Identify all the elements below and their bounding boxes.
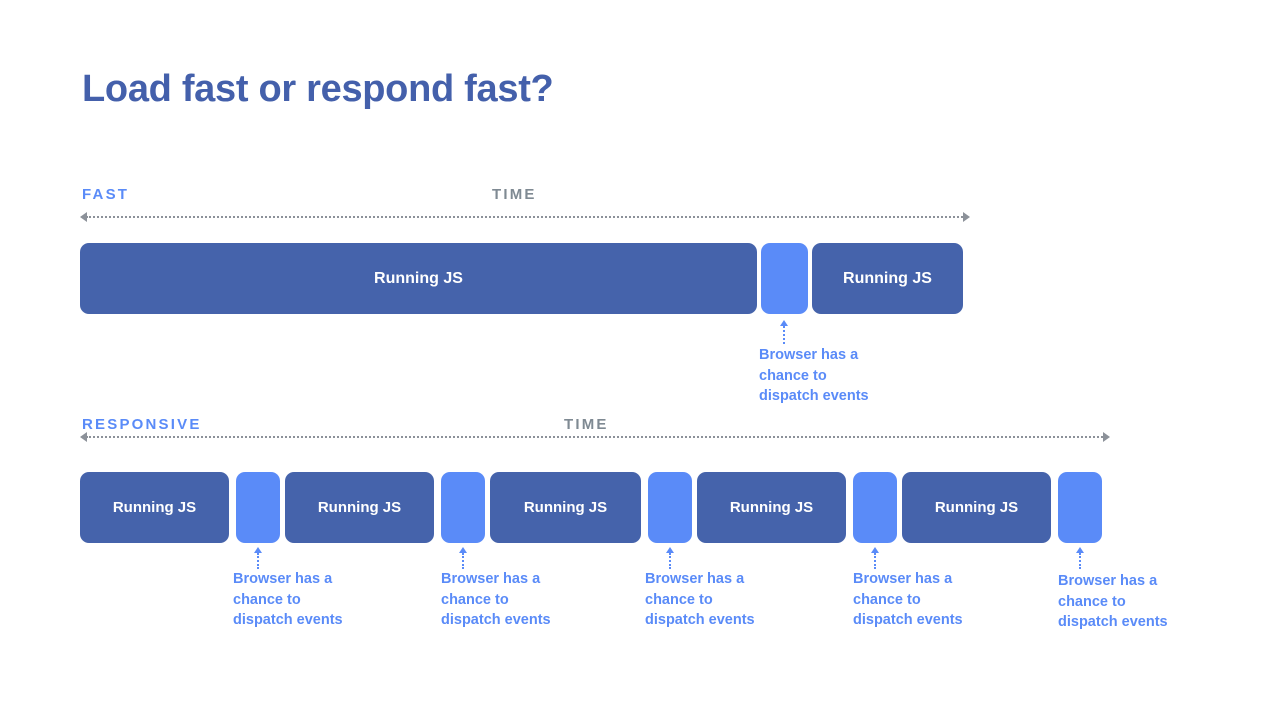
dotted-stem	[257, 553, 259, 569]
dotted-stem	[874, 553, 876, 569]
row-responsive-timeline-arrow	[80, 432, 1110, 442]
caption-pointer-arrow	[459, 547, 467, 569]
block-browser-gap[interactable]	[236, 472, 280, 543]
arrow-up-head-icon	[780, 320, 788, 326]
dotted-line	[86, 216, 963, 218]
dotted-stem	[1079, 553, 1081, 569]
dotted-stem	[462, 553, 464, 569]
caption-pointer-arrow	[871, 547, 879, 569]
block-browser-gap[interactable]	[761, 243, 808, 314]
caption-browser-dispatch: Browser has a chance to dispatch events	[233, 571, 343, 628]
block-running-js[interactable]: Running JS	[902, 472, 1051, 543]
block-browser-gap[interactable]	[853, 472, 897, 543]
block-label: Running JS	[843, 269, 932, 287]
block-running-js[interactable]: Running JS	[697, 472, 846, 543]
block-browser-gap[interactable]	[1058, 472, 1102, 543]
block-label: Running JS	[523, 499, 608, 516]
arrow-up-head-icon	[871, 547, 879, 553]
row-responsive-time-label: TIME	[564, 416, 609, 433]
dotted-line	[86, 436, 1103, 438]
block-running-js[interactable]: Running JS	[812, 243, 963, 314]
arrow-up-head-icon	[254, 547, 262, 553]
arrow-right-head-icon	[963, 212, 970, 222]
block-label: Running JS	[112, 499, 197, 516]
block-label: Running JS	[729, 499, 814, 516]
row-responsive-state-label: RESPONSIVE	[82, 416, 202, 433]
block-label: Running JS	[317, 499, 402, 516]
arrow-left-head-icon	[80, 212, 87, 222]
arrow-up-head-icon	[666, 547, 674, 553]
block-running-js[interactable]: Running JS	[80, 243, 757, 314]
block-label: Running JS	[374, 269, 463, 287]
dotted-stem	[669, 553, 671, 569]
arrow-up-head-icon	[1076, 547, 1084, 553]
row-fast-time-label: TIME	[492, 186, 537, 203]
arrow-up-head-icon	[459, 547, 467, 553]
block-browser-gap[interactable]	[441, 472, 485, 543]
page-title: Load fast or respond fast?	[82, 68, 554, 110]
dotted-stem	[783, 326, 785, 344]
block-browser-gap[interactable]	[648, 472, 692, 543]
block-running-js[interactable]: Running JS	[490, 472, 641, 543]
caption-pointer-arrow	[1076, 547, 1084, 569]
caption-browser-dispatch: Browser has a chance to dispatch events	[1058, 573, 1168, 630]
caption-pointer-arrow	[780, 320, 788, 344]
row-fast-timeline-arrow	[80, 212, 970, 222]
block-running-js[interactable]: Running JS	[285, 472, 434, 543]
caption-pointer-arrow	[666, 547, 674, 569]
row-fast-state-label: FAST	[82, 186, 130, 203]
block-label: Running JS	[934, 499, 1019, 516]
arrow-left-head-icon	[80, 432, 87, 442]
caption-browser-dispatch: Browser has a chance to dispatch events	[645, 571, 755, 628]
caption-browser-dispatch: Browser has a chance to dispatch events	[441, 571, 551, 628]
caption-browser-dispatch: Browser has a chance to dispatch events	[853, 571, 963, 628]
arrow-right-head-icon	[1103, 432, 1110, 442]
caption-browser-dispatch: Browser has a chance to dispatch events	[759, 347, 869, 404]
block-running-js[interactable]: Running JS	[80, 472, 229, 543]
caption-pointer-arrow	[254, 547, 262, 569]
